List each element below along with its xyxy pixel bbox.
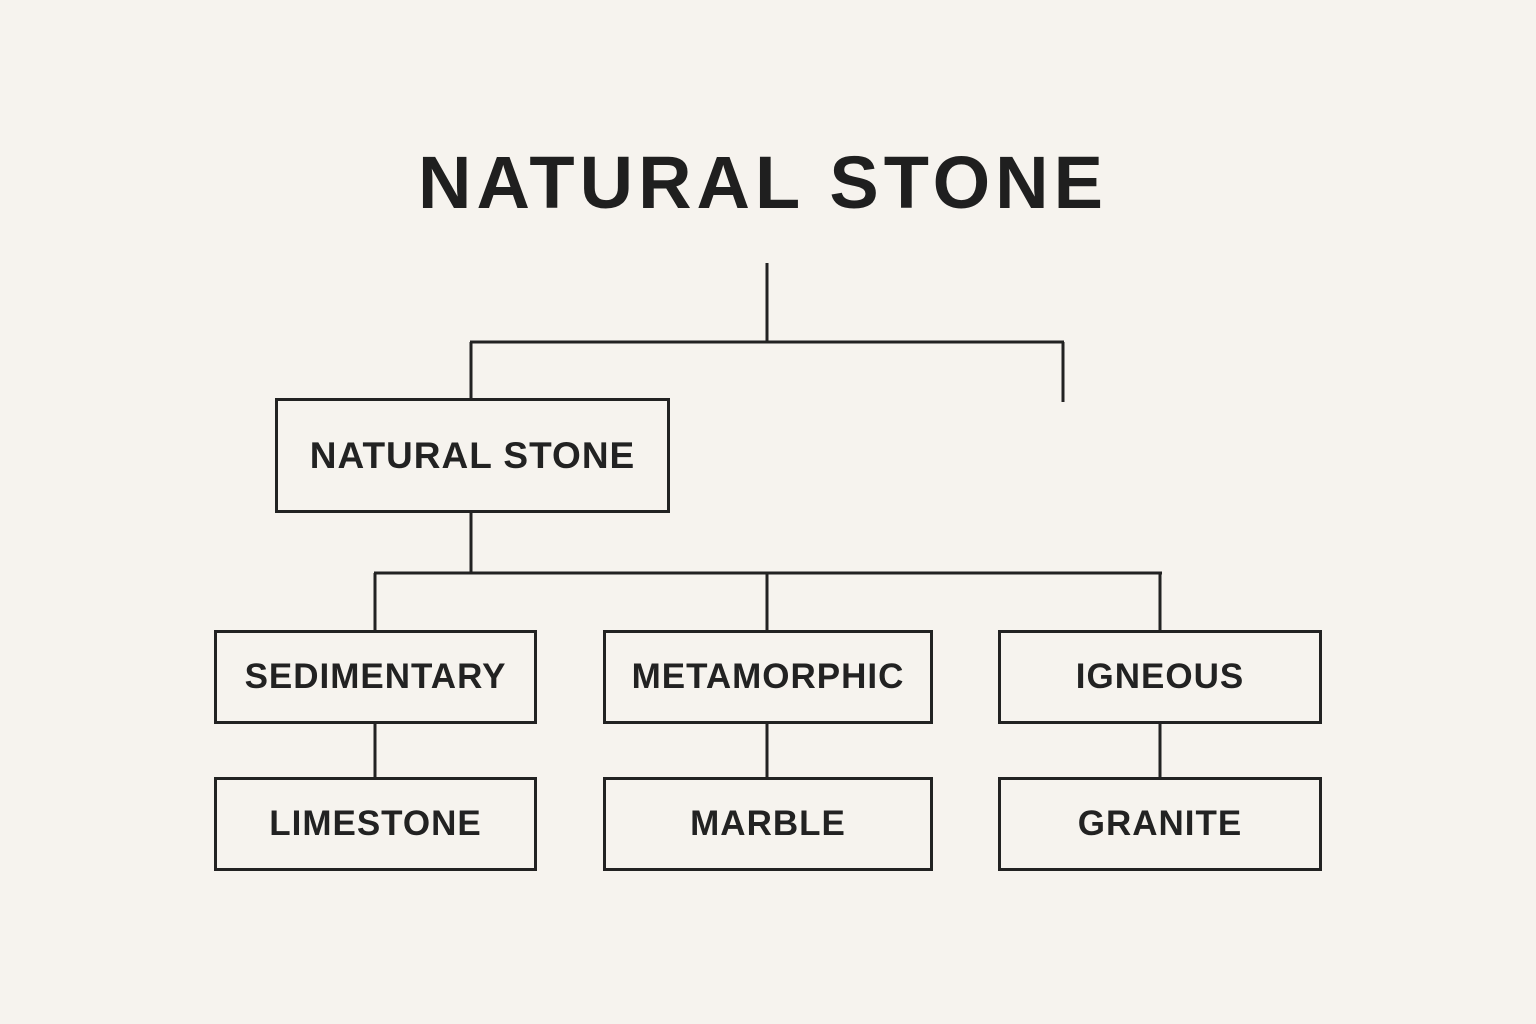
node-metamorphic: METAMORPHIC [603, 630, 933, 724]
root-node: NATURAL STONE [275, 398, 670, 513]
node-sedimentary: SEDIMENTARY [214, 630, 537, 724]
node-granite: GRANITE [998, 777, 1322, 871]
diagram-title: NATURAL STONE [418, 141, 1108, 224]
node-igneous: IGNEOUS [998, 630, 1322, 724]
node-marble: MARBLE [603, 777, 933, 871]
node-limestone: LIMESTONE [214, 777, 537, 871]
